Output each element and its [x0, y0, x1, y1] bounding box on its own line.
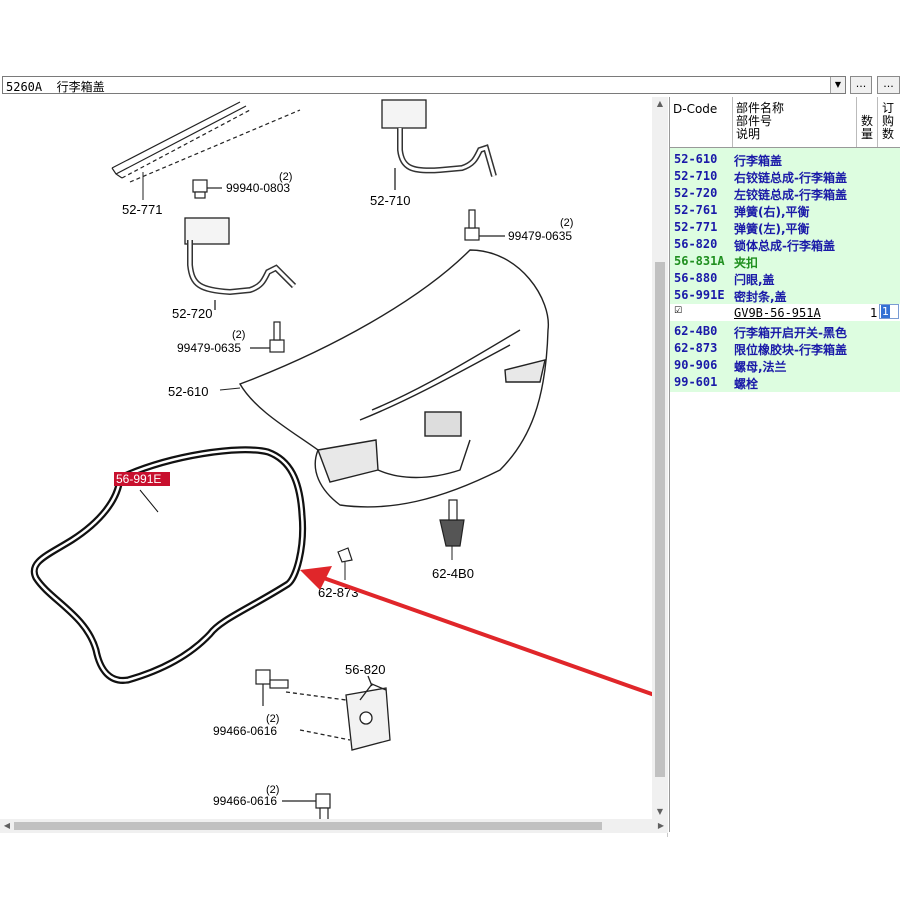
bolt-99466-0616-b — [282, 793, 331, 823]
qty-99479-b: (2) — [560, 217, 573, 229]
qty-99466-b: (2) — [266, 784, 279, 796]
header-qty-2: 量 — [861, 127, 874, 141]
header-order-2: 购 — [882, 114, 895, 128]
exploded-diagram[interactable]: 52-771 (2) 99940-0803 52-720 — [0, 97, 668, 837]
label-99940-0803[interactable]: 99940-0803 — [226, 181, 290, 195]
parts-list-header: D-Code 部件名称 部件号 说明 数 量 订 购 数 — [670, 97, 900, 148]
header-order-1: 订 — [882, 101, 895, 115]
nut-99940-0803 — [192, 179, 222, 199]
scroll-up-icon[interactable]: ▲ — [656, 99, 664, 108]
order-qty-input[interactable]: 1 — [879, 304, 899, 319]
header-part-no: 部件号 — [736, 114, 773, 128]
trunk-lid-52-610 — [219, 249, 549, 508]
switch-62-4b0 — [439, 499, 465, 560]
diagram-vertical-scrollbar[interactable]: ▲ ▼ — [652, 97, 668, 819]
header-order-3: 数 — [882, 127, 895, 141]
scroll-down-icon[interactable]: ▼ — [656, 807, 664, 816]
label-52-610[interactable]: 52-610 — [168, 384, 208, 399]
bumper-62-873 — [337, 547, 353, 580]
more-button-2[interactable]: ... — [877, 76, 900, 94]
left-hinge-52-720 — [184, 217, 297, 310]
part-number: GV9B-56-951A — [734, 306, 821, 320]
chevron-down-icon[interactable]: ▼ — [830, 77, 845, 93]
label-56-991e-highlight — [114, 472, 170, 486]
model-selector-value: 5260A 行李箱盖 — [6, 80, 105, 94]
part-qty: 1 — [870, 306, 878, 320]
scroll-right-icon[interactable]: ▶ — [657, 821, 665, 830]
header-dcode: D-Code — [673, 102, 718, 116]
diagram-horizontal-scrollbar[interactable]: ◀ ▶ — [0, 819, 668, 833]
label-99479-0635-b[interactable]: 99479-0635 — [508, 229, 572, 243]
label-52-771[interactable]: 52-771 — [122, 202, 162, 217]
header-part-name: 部件名称 — [736, 101, 785, 115]
spring-52-771 — [111, 101, 301, 200]
qty-99466-a: (2) — [266, 713, 279, 725]
checkbox-icon[interactable]: ☑ — [674, 306, 683, 316]
bolt-99466-0616-a — [255, 669, 289, 706]
scroll-left-icon[interactable]: ◀ — [3, 821, 11, 830]
label-99466-0616-a[interactable]: 99466-0616 — [213, 724, 277, 738]
label-56-991e[interactable]: 56-991E — [116, 472, 161, 486]
qty-99940: (2) — [279, 171, 292, 183]
label-99479-0635-a[interactable]: 99479-0635 — [177, 341, 241, 355]
seal-56-991e — [30, 446, 307, 684]
label-56-820[interactable]: 56-820 — [345, 662, 385, 677]
part-number-row[interactable]: ☑ GV9B-56-951A 1 1 — [670, 304, 900, 321]
label-52-720[interactable]: 52-720 — [172, 306, 212, 321]
header-qty-1: 数 — [861, 114, 874, 128]
label-52-710[interactable]: 52-710 — [370, 193, 410, 208]
header-desc: 说明 — [736, 127, 761, 141]
qty-99479-a: (2) — [232, 329, 245, 341]
label-62-4b0[interactable]: 62-4B0 — [432, 566, 474, 581]
red-arrow — [300, 566, 667, 702]
label-99466-0616-b[interactable]: 99466-0616 — [213, 794, 277, 808]
latch-56-820 — [285, 675, 391, 751]
bolt-99479-0635-b — [464, 209, 505, 241]
model-selector[interactable]: 5260A 行李箱盖 ▼ — [2, 76, 846, 94]
scroll-thumb-h[interactable] — [14, 822, 602, 830]
bolt-99479-0635-a — [250, 321, 285, 353]
right-hinge-52-710 — [381, 99, 497, 190]
more-button[interactable]: ... — [850, 76, 872, 94]
scroll-thumb[interactable] — [655, 262, 665, 777]
